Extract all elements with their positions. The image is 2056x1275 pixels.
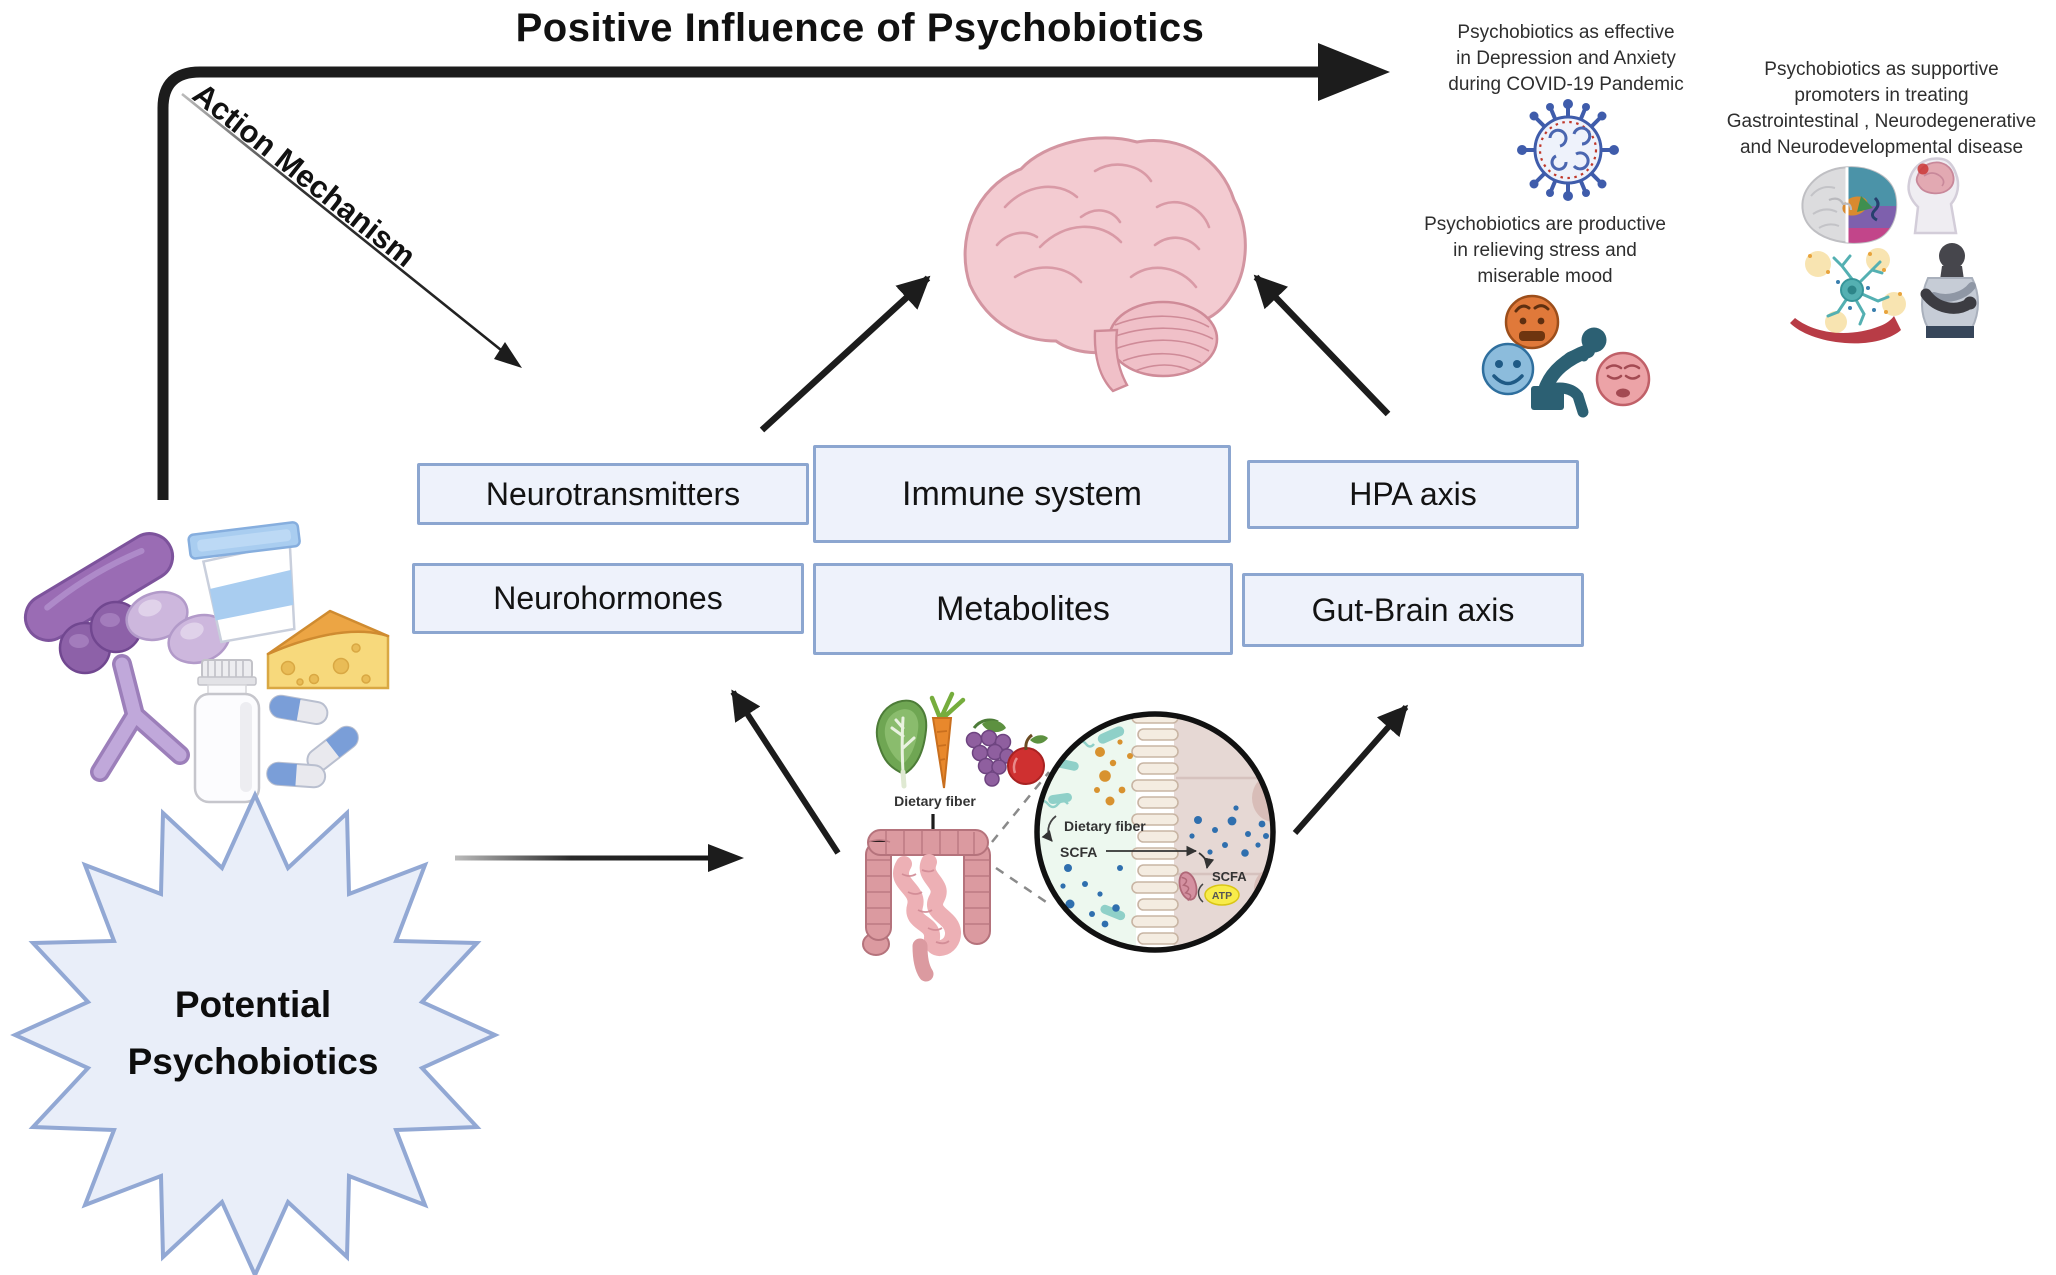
- villi: [1131, 714, 1179, 945]
- stressed-person-head: [1581, 327, 1607, 353]
- mitochondria-icon: [1178, 871, 1198, 902]
- disease-icons: [1790, 157, 1979, 344]
- arrow-gut-to-boxes: [730, 689, 841, 855]
- outcome-stress-text: Psychobiotics are productive in relievin…: [1424, 214, 1666, 287]
- capsule-icon: [266, 694, 359, 789]
- intestine-icon: [862, 829, 991, 982]
- box-immune-system: Immune system: [813, 445, 1231, 543]
- outcome-covid-text: Psychobiotics as effective in Depression…: [1448, 22, 1684, 95]
- star-label: Potential Psychobiotics: [127, 984, 379, 1083]
- bifidobacterium-icon: [90, 654, 190, 782]
- brainstem: [1093, 328, 1129, 393]
- virus-icon: [1517, 99, 1619, 201]
- potential-psychobiotics-star: [10, 790, 500, 1275]
- arrow-inset-to-gutbrain: [1292, 704, 1409, 835]
- positive-influence-arrow: [157, 43, 1390, 500]
- yogurt-icon: [187, 521, 301, 644]
- grapes: [965, 718, 1015, 787]
- inset-dietary-fiber-label: Dietary fiber: [1064, 818, 1146, 834]
- arrow-hpa-to-brain: [1253, 274, 1391, 417]
- cocci-bacteria-icon: [58, 600, 143, 675]
- dietary-fiber-caption: Dietary fiber: [894, 793, 976, 809]
- brain-icon: [963, 136, 1247, 393]
- neuron-icon: [1790, 248, 1906, 344]
- scfa-particles: [1060, 805, 1269, 933]
- oval-bacteria-icon: [125, 590, 231, 665]
- inset-scfa-lumen-label: SCFA: [1060, 844, 1097, 860]
- arrow-neuro-to-brain: [759, 275, 931, 433]
- apple: [1007, 733, 1048, 785]
- stressed-person-icon: [1538, 344, 1595, 418]
- vegetables-icon: [875, 691, 1048, 789]
- anxious-face-icon: [1504, 294, 1560, 350]
- action-mechanism-arrow: [181, 92, 522, 368]
- page-title: Positive Influence of Psychobiotics: [515, 6, 1205, 50]
- atp-badge: ATP: [1204, 884, 1240, 906]
- probiotics-cluster: [23, 521, 390, 804]
- arrow-star-to-gut: [455, 844, 744, 872]
- box-hpa-axis: HPA axis: [1247, 460, 1579, 529]
- cerebellum: [1107, 300, 1219, 378]
- carrot: [929, 691, 966, 789]
- box-metabolites: Metabolites: [813, 563, 1233, 655]
- brain-section-icon: [1801, 166, 1898, 244]
- kale-leaf: [875, 699, 928, 789]
- sad-face-icon: [1595, 351, 1651, 407]
- box-neurotransmitters: Neurotransmitters: [417, 463, 809, 525]
- box-neurohormones: Neurohormones: [412, 563, 804, 634]
- outcome-disease-text: Psychobiotics as supportive promoters in…: [1726, 59, 2037, 158]
- mood-icons: [1481, 294, 1651, 418]
- pill-bottle-icon: [193, 659, 261, 804]
- inset-scfa-cell-label: SCFA: [1212, 869, 1247, 884]
- abdominal-pain-icon: [1920, 243, 1979, 338]
- box-gut-brain-axis: Gut-Brain axis: [1242, 573, 1584, 647]
- gut-lining-inset: Dietary fiber SCFA SCFA ATP: [1034, 711, 1276, 953]
- head-profile-icon: [1907, 157, 1960, 235]
- svg-text:ATP: ATP: [1212, 890, 1232, 902]
- smiley-face-icon: [1481, 342, 1535, 396]
- magnifier-dashed-lines: [991, 771, 1053, 908]
- cheese-icon: [266, 609, 390, 690]
- fiber-particles: [1094, 739, 1133, 806]
